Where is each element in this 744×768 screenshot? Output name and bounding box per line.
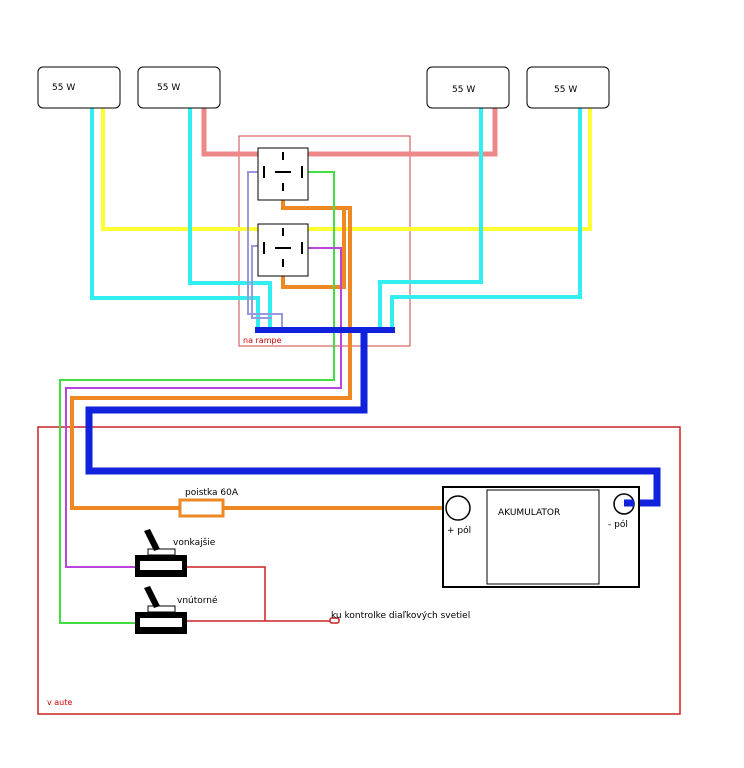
wires [59,108,661,624]
wire-green [59,171,335,624]
switch-inner-label: vnútorné [177,595,218,606]
fuse-label: poistka 60A [185,488,239,498]
switch-lever-base [147,548,176,556]
switch-lever-base [147,605,176,613]
lamp-2: 55 W [137,66,221,109]
wire-lavender-2 [251,245,272,319]
car-enclosure [37,426,681,715]
lamp-label: 55 W [452,85,475,95]
battery-minus-label: - pól [608,519,628,530]
switch-lever [144,529,160,551]
switch-outer-label: vonkajšie [173,537,216,548]
fuse-body [178,498,225,518]
wire-red-1 [187,566,266,621]
wire-blue-ground [85,330,661,507]
switch-face [140,618,182,627]
battery-label-panel [486,489,600,585]
wire-cyan-1 [90,108,260,332]
indicator: ku kontrolke diaľkových svetiel [329,611,470,624]
wire-yellow [101,108,592,231]
lamp-body [526,66,610,109]
battery: AKUMULATOR + pól - pól [442,486,640,588]
switch-lever [144,586,160,608]
wire-cyan-3 [378,108,483,332]
relay-1 [257,147,309,201]
wire-lavender-1 [247,171,283,330]
lamp-label: 55 W [157,83,180,93]
lamp-label: 55 W [554,85,577,95]
indicator-label: ku kontrolke diaľkových svetiel [331,611,470,621]
lamp-4: 55 W [526,66,610,109]
battery-plus-terminal [445,495,471,521]
ramp-enclosure [238,135,411,347]
lamp-label: 55 W [52,83,75,93]
wire-orange-1 [70,185,443,510]
wire-purple [65,247,342,568]
car-label: v aute [47,698,72,707]
ramp-label: na rampe [243,336,282,345]
fuse: poistka 60A [178,488,239,518]
wire-cyan-2 [188,108,272,332]
lamp-body [137,66,221,109]
switch-face [140,561,182,570]
switch-inner: vnútorné [135,586,218,634]
relay-2 [257,223,309,277]
lamp-body [37,66,121,109]
battery-plus-label: + pól [447,525,471,536]
battery-label: AKUMULATOR [498,508,560,518]
lamp-3: 55 W [426,66,510,109]
wire-cyan-4 [390,108,582,332]
wire-salmon [201,108,498,157]
indicator-lamp [329,617,340,624]
lamp-body [426,66,510,109]
lamp-1: 55 W [37,66,121,109]
switch-outer: vonkajšie [135,529,216,577]
